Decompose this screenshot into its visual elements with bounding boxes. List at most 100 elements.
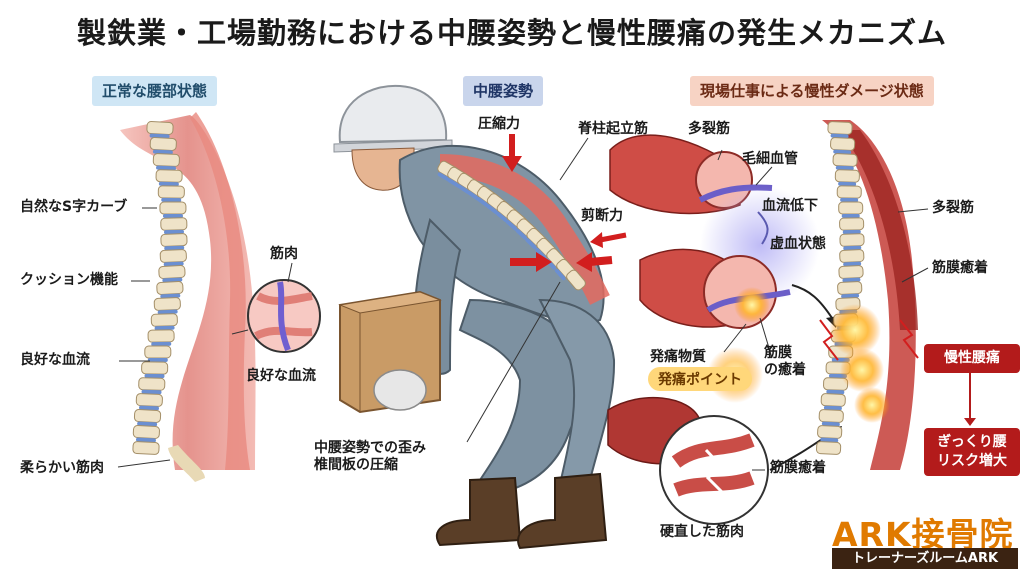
label-ischemia: 虚血状態: [770, 236, 826, 252]
section-normal-badge: 正常な腰部状態: [92, 76, 218, 106]
brand-logo: ARK接骨院: [832, 515, 1014, 554]
vertebra: [837, 281, 863, 295]
pain-glow-3: [854, 387, 890, 423]
worker-figure: [333, 84, 627, 550]
disc: [135, 437, 156, 443]
disc: [554, 268, 566, 281]
disc: [139, 405, 160, 411]
disc: [466, 190, 480, 201]
disc: [157, 309, 178, 315]
disc: [843, 261, 862, 267]
chronic-pain-badge: 慢性腰痛: [924, 344, 1020, 373]
vertebra: [830, 137, 856, 151]
vertebra: [157, 185, 185, 199]
label-multifidus-right: 多裂筋: [932, 200, 974, 216]
damaged-spine-figure: [815, 120, 976, 470]
vertebra: [132, 425, 160, 439]
vertebra: [146, 121, 174, 135]
section-damage-badge: 現場仕事による慢性ダメージ状態: [690, 76, 934, 106]
section-posture-badge: 中腰姿勢: [463, 76, 544, 106]
vertebra: [160, 217, 188, 231]
disc: [164, 229, 185, 235]
label-soft-muscle: 柔らかい筋肉: [20, 460, 104, 476]
vertebra: [820, 393, 846, 407]
vertebra: [817, 425, 843, 439]
disc: [144, 373, 165, 379]
vertebra: [156, 281, 184, 295]
vertebra: [158, 265, 186, 279]
disc: [164, 245, 185, 251]
label-s-curve: 自然なS字カーブ: [20, 199, 128, 215]
disc: [476, 197, 489, 208]
disc: [141, 389, 162, 395]
vertebra: [149, 137, 177, 151]
vertebra: [827, 121, 853, 135]
vertebra: [147, 329, 175, 343]
vertebra: [834, 169, 860, 183]
disc: [505, 220, 518, 231]
vertebra: [153, 297, 181, 311]
disc: [833, 149, 852, 155]
worker-vertebrae: [437, 160, 586, 291]
label-muscle: 筋肉: [270, 246, 298, 262]
disc: [838, 181, 857, 187]
label-fascia-adhesion-right: 筋膜癒着: [932, 260, 988, 276]
pain-glow-1: [829, 304, 881, 356]
disc: [842, 277, 861, 283]
disc: [823, 405, 842, 411]
disc: [842, 229, 861, 235]
vertebra: [815, 441, 842, 455]
vertebra: [160, 233, 188, 247]
vertebra: [836, 185, 862, 199]
shear-arrow-right: [589, 256, 613, 266]
vertebra: [839, 217, 865, 231]
vertebra: [138, 377, 166, 391]
sacrum-shape: [168, 445, 205, 482]
label-blood-flow: 良好な血流: [20, 352, 90, 368]
disc: [821, 421, 840, 427]
disc: [137, 421, 158, 427]
vertebra: [150, 313, 178, 327]
muscle-cross-sections: [607, 134, 842, 525]
label-erector: 脊柱起立筋: [578, 121, 648, 137]
label-multifidus: 多裂筋: [688, 121, 730, 137]
vertebra: [132, 441, 160, 455]
disc: [841, 293, 860, 299]
boot-right-shape: [517, 472, 608, 550]
label-fascia-adhesion: 筋膜癒着: [770, 460, 826, 476]
disc: [161, 197, 182, 203]
vertebra: [832, 153, 858, 167]
vertebra: [159, 201, 187, 215]
disc: [820, 437, 839, 443]
pain-point-badge: 発痛ポイント: [648, 367, 752, 391]
disc: [162, 213, 183, 219]
label-stiff-muscle: 硬直した筋肉: [660, 524, 744, 540]
vertebra: [818, 409, 844, 423]
vertebra: [839, 233, 865, 247]
disc: [486, 204, 499, 215]
vertebra: [159, 249, 187, 263]
disc: [515, 228, 528, 240]
disc: [835, 165, 854, 171]
vertebra: [155, 169, 183, 183]
label-low-flow: 血流低下: [762, 198, 818, 214]
label-capillary: 毛細血管: [742, 151, 798, 167]
label-fascia-adhesion-short: 筋膜 の癒着: [764, 345, 806, 378]
disc: [841, 213, 860, 219]
blood-vessel-shape: [277, 281, 291, 352]
label-shear: 剪断力: [581, 208, 623, 224]
label-cushion: クッション機能: [20, 272, 118, 288]
disc: [457, 184, 470, 194]
vertebra: [566, 269, 586, 291]
vertebra: [838, 265, 864, 279]
disc: [826, 389, 845, 395]
vertebra: [144, 345, 172, 359]
label-distortion: 中腰姿勢での歪み 椎間板の圧縮: [314, 440, 426, 473]
normal-spine-figure: [117, 112, 321, 482]
pain-glow-2: [840, 348, 884, 392]
disc: [525, 238, 537, 250]
disc: [447, 178, 460, 188]
page-title: 製鉄業・工場勤務における中腰姿勢と慢性腰痛の発生メカニズム: [76, 16, 947, 50]
disc: [154, 325, 175, 331]
